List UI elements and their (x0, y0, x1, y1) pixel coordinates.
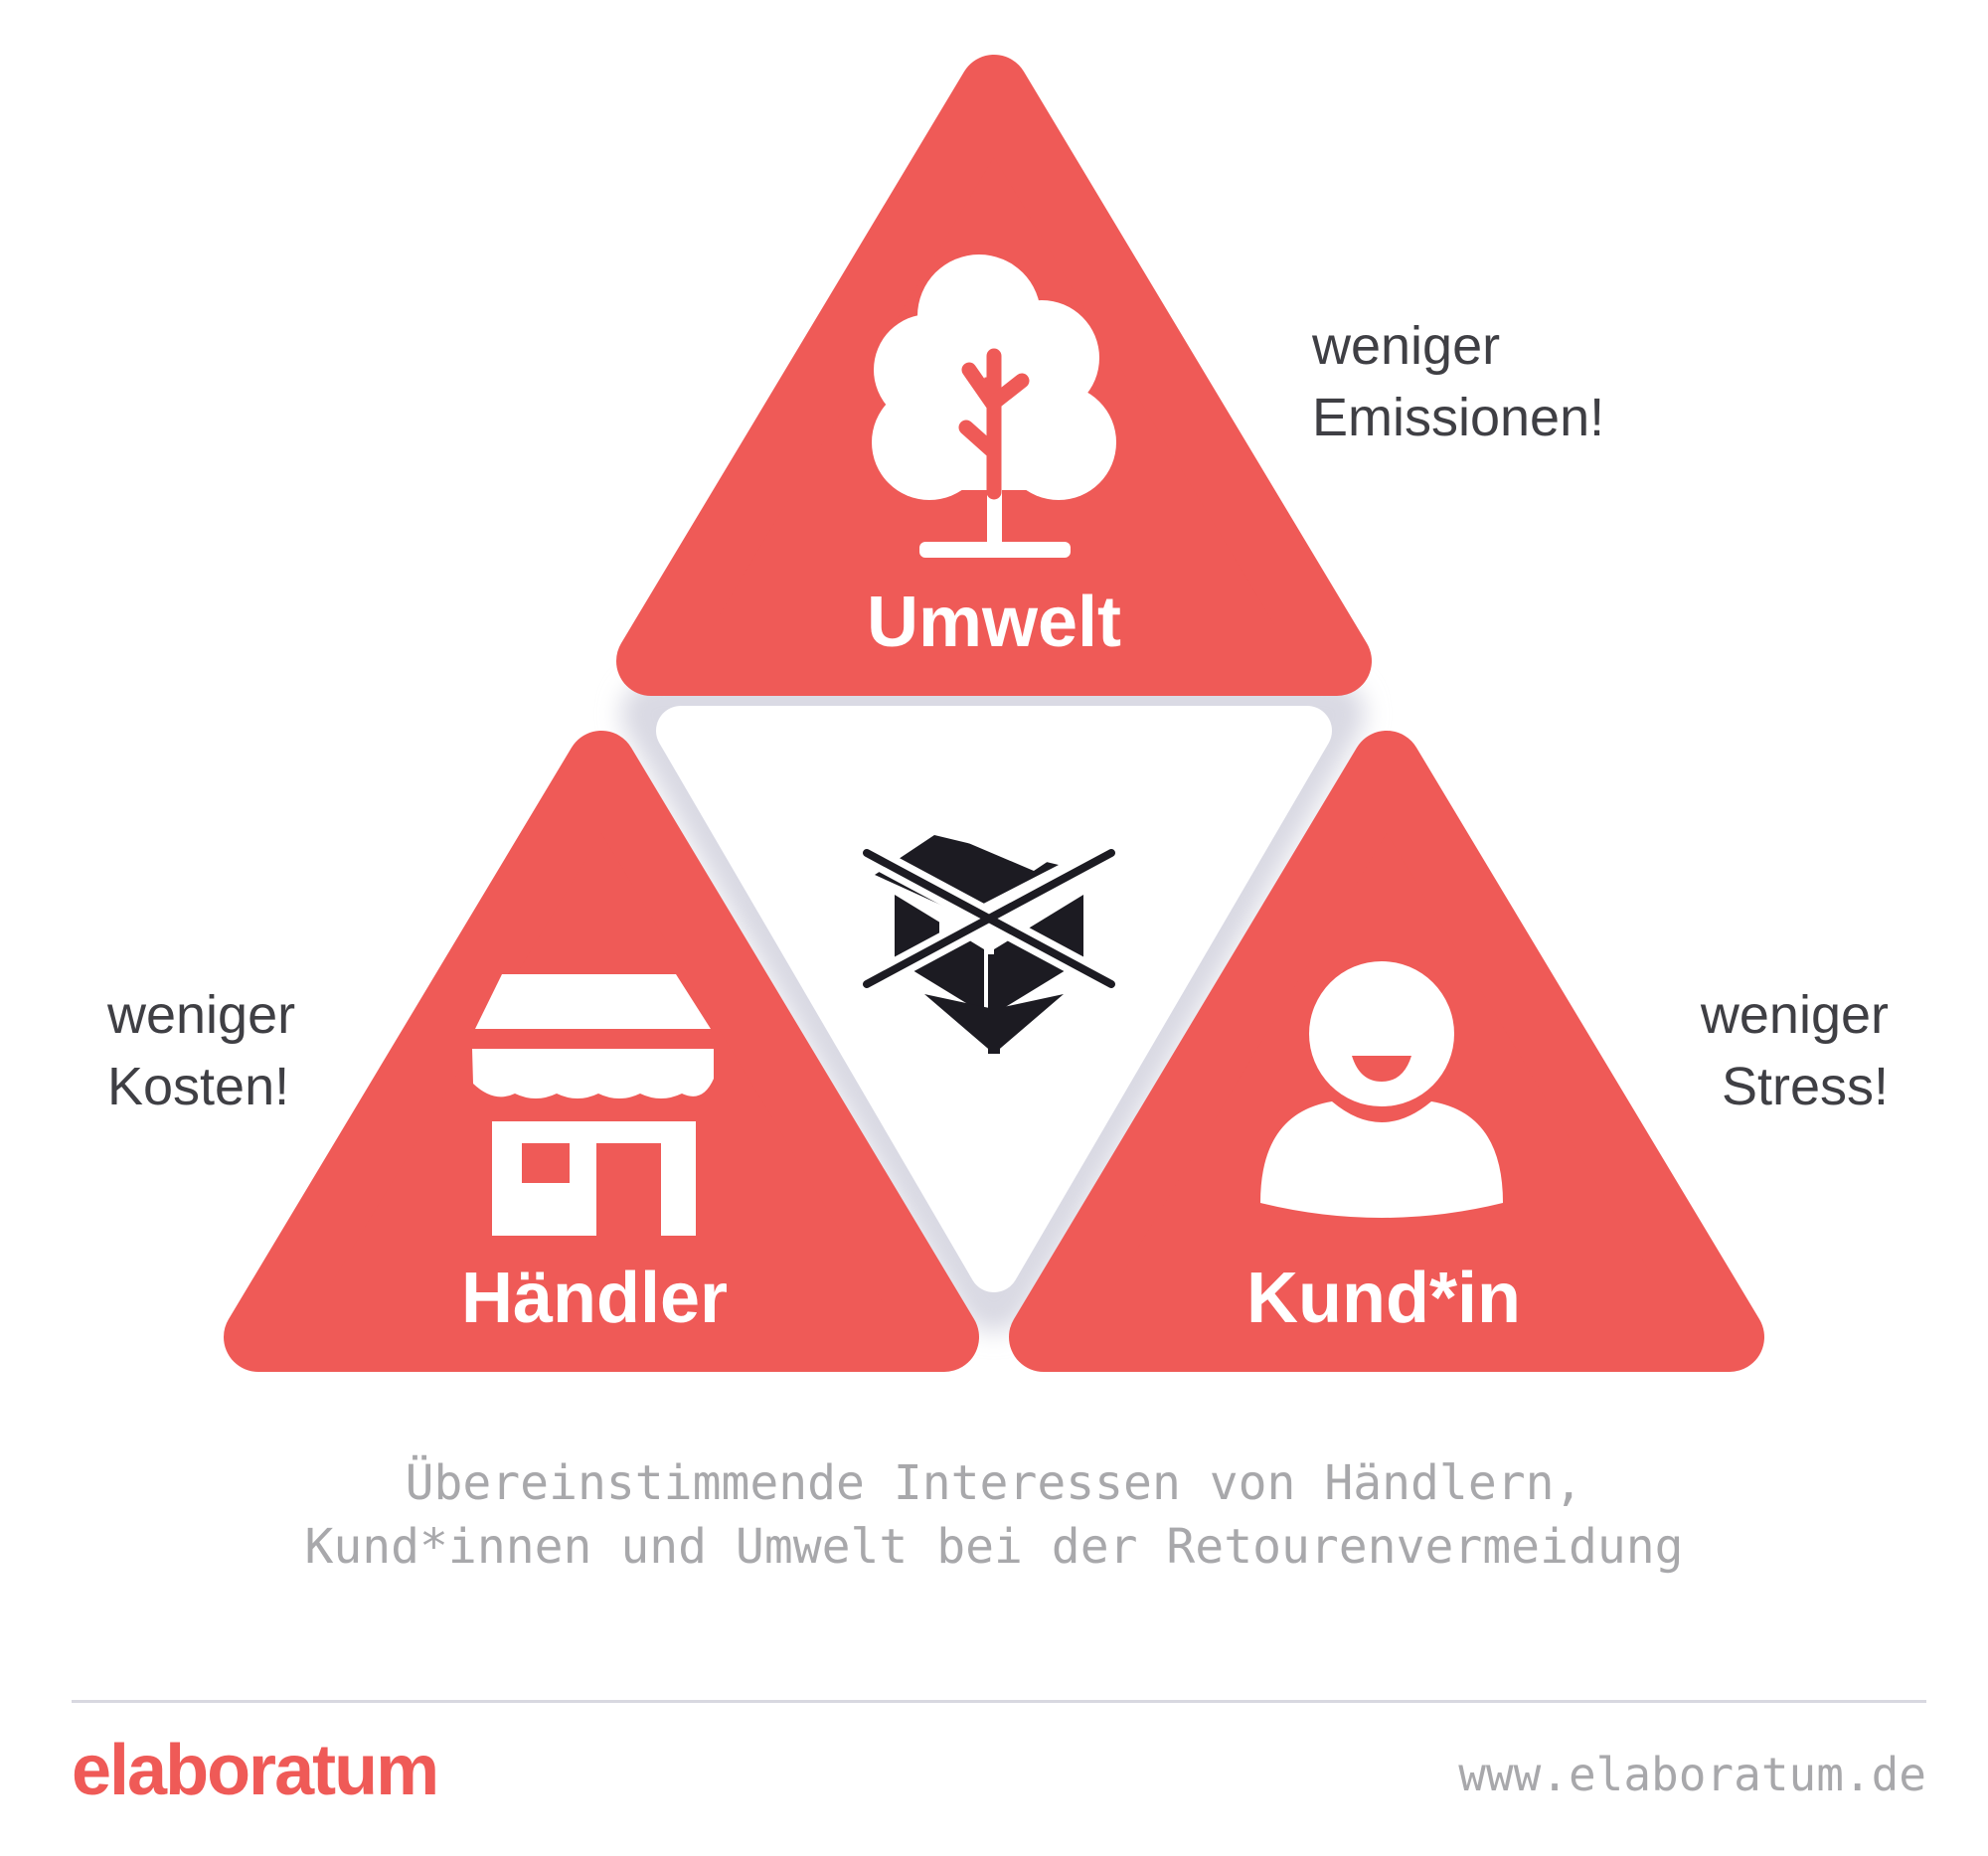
caption-line2: Kund*innen und Umwelt bei der Retourenve… (304, 1519, 1684, 1575)
crossed-out-parcel-icon (861, 827, 1117, 1054)
tree-icon (872, 254, 1116, 558)
benefit-top-line2: Emissionen! (1312, 388, 1605, 447)
benefit-top-line1: weniger (1312, 316, 1501, 376)
benefit-left-line2: Kosten! (107, 1057, 290, 1116)
triangle-label-left: Händler (461, 1259, 728, 1338)
right-triangle: Kund*in (1009, 731, 1764, 1372)
benefit-right-line2: Stress! (1721, 1057, 1889, 1116)
top-triangle: Umwelt (616, 55, 1372, 696)
website-url: www.elaboratum.de (1458, 1748, 1926, 1801)
footer-divider (72, 1700, 1926, 1703)
triangle-label-right: Kund*in (1246, 1259, 1521, 1338)
benefit-right: weniger Stress! (1630, 979, 1889, 1122)
benefit-right-line1: weniger (1700, 985, 1889, 1045)
caption-line1: Übereinstimmende Interessen von Händlern… (405, 1455, 1583, 1511)
shop-icon (472, 974, 714, 1236)
triangle-label-top: Umwelt (867, 583, 1121, 662)
benefit-left-line1: weniger (107, 985, 296, 1045)
caption: Übereinstimmende Interessen von Händlern… (0, 1451, 1988, 1579)
brand-logo: elaboratum (72, 1731, 439, 1810)
benefit-left: weniger Kosten! (107, 979, 295, 1122)
center-triangle (621, 679, 1365, 1332)
benefit-top: weniger Emissionen! (1312, 310, 1604, 453)
left-triangle: Händler (224, 731, 979, 1372)
person-icon (1260, 961, 1503, 1218)
